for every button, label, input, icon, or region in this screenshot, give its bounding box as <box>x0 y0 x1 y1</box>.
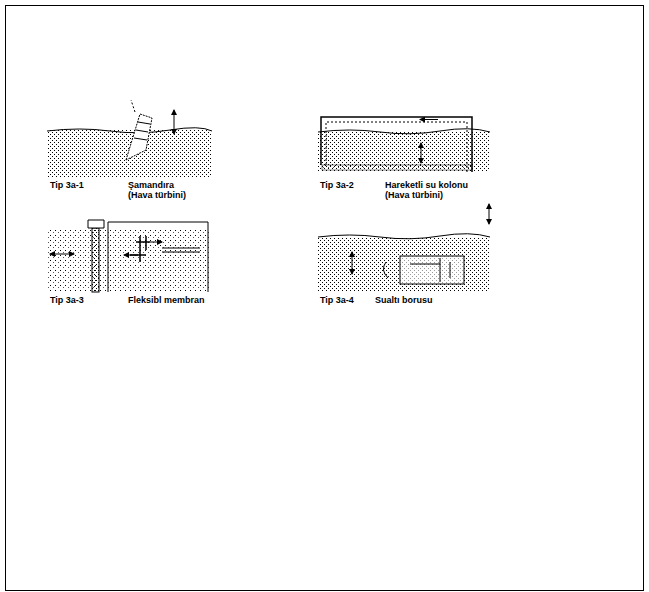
flow-arrow <box>124 255 138 256</box>
caption-text: Sualtı borusu <box>375 295 433 306</box>
motion-arrow <box>489 214 490 224</box>
wave-arrow <box>50 254 62 255</box>
caption-text: (Hava türbini) <box>128 190 186 201</box>
wave-surface <box>47 128 212 133</box>
caption-number: Tip 3a-1 <box>50 180 84 191</box>
motion-arrow <box>421 152 422 163</box>
underwater-pipe-sketch <box>318 204 490 292</box>
air-duct <box>321 117 472 172</box>
caption-number: Tip 3a-4 <box>320 295 354 306</box>
flow-arrow <box>150 242 162 243</box>
water-column-sketch <box>318 117 490 172</box>
caption-text: Fleksibl membran <box>128 295 205 306</box>
water <box>318 237 490 292</box>
motion-arrow <box>174 110 175 122</box>
buoy <box>126 114 152 160</box>
buoy-mast <box>131 100 135 112</box>
chamber <box>108 222 208 292</box>
base <box>322 165 472 170</box>
membrane-wall <box>92 228 99 292</box>
caption-number: Tip 3a-3 <box>50 295 84 306</box>
pipe <box>400 256 464 284</box>
wall-cap <box>88 220 104 228</box>
motion-arrow <box>174 122 175 134</box>
buoy-sketch <box>47 100 212 178</box>
caption-text: Hareketli su kolonu <box>385 180 468 191</box>
valve-structure <box>130 236 150 262</box>
water <box>47 230 210 292</box>
caption-text: Şamandıra <box>128 180 174 191</box>
motion-arrow <box>421 143 422 152</box>
water <box>318 132 490 172</box>
wave-surface <box>318 129 490 134</box>
pipe-detail <box>410 258 450 282</box>
page-frame <box>6 6 644 591</box>
wave-arrow <box>62 254 74 255</box>
buoy-detail <box>134 122 150 140</box>
membrane-sketch <box>47 220 210 292</box>
air-flow-arrow <box>420 119 438 120</box>
motion-arrow <box>489 204 490 214</box>
flow-curve <box>383 262 388 278</box>
air-duct <box>326 122 467 172</box>
wave-surface <box>318 234 490 239</box>
motion-arrow <box>352 252 353 262</box>
caption-number: Tip 3a-2 <box>320 180 354 191</box>
pipe <box>162 248 200 252</box>
caption-text: (Hava türbini) <box>385 190 443 201</box>
motion-arrow <box>352 262 353 274</box>
